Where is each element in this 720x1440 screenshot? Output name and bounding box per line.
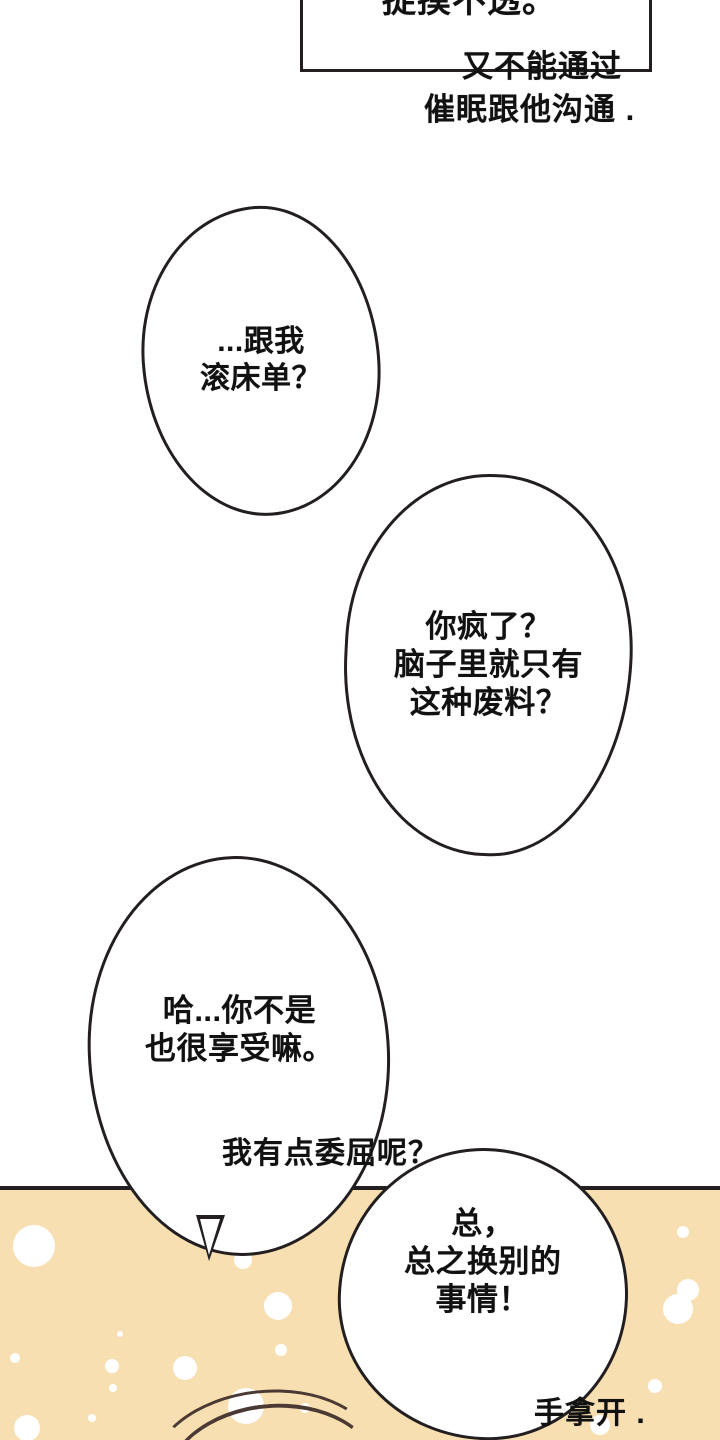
scene-bubble-dot bbox=[117, 1331, 123, 1337]
speech-balloon-1: ...跟我 滚床单？ bbox=[131, 198, 391, 524]
scene-bubble-dot bbox=[300, 1403, 310, 1413]
scene-bubble-dot bbox=[109, 1384, 117, 1392]
loose-dialogue-line-1: 我有点委屈呢？ bbox=[222, 1137, 439, 1170]
speech-balloon-3-text: 哈...你不是 也很享受嘛。 bbox=[144, 993, 334, 1066]
scene-bubble-dot bbox=[14, 1415, 40, 1440]
scene-bubble-dot bbox=[663, 1294, 693, 1324]
scene-bubble-dot bbox=[275, 1344, 287, 1356]
speech-balloon-1-text: ...跟我 滚床单？ bbox=[200, 325, 322, 395]
scene-bubble-dot bbox=[677, 1226, 689, 1238]
speech-balloon-4-text: 总， 总之换别的 事情！ bbox=[404, 1206, 562, 1317]
scene-bubble-dot bbox=[10, 1353, 20, 1363]
scene-bubble-dot bbox=[173, 1356, 197, 1380]
scene-bubble-dot bbox=[228, 1388, 264, 1424]
scene-bubble-dot bbox=[88, 1414, 96, 1422]
narration-line-3: 催眠跟他沟通 . bbox=[424, 92, 636, 127]
loose-dialogue-line-2: 手拿开 . bbox=[534, 1397, 646, 1430]
speech-balloon-3-tail bbox=[196, 1215, 225, 1261]
panel-frame bbox=[300, 0, 652, 72]
scene-bubble-dot bbox=[648, 1379, 662, 1393]
narration-line-2: 又不能通过 bbox=[462, 49, 622, 84]
speech-balloon-2-text: 你疯了？ 脑子里就只有 这种废料？ bbox=[393, 609, 583, 720]
narration-line-1: 捉摸不透。 bbox=[382, 0, 557, 20]
speech-balloon-2: 你疯了？ 脑子里就只有 这种废料？ bbox=[334, 466, 642, 864]
scene-bubble-dot bbox=[13, 1225, 55, 1267]
scene-bubble-dot bbox=[105, 1359, 119, 1373]
scene-bubble-dot bbox=[264, 1292, 292, 1320]
scene-bubble-dot bbox=[590, 1415, 610, 1435]
